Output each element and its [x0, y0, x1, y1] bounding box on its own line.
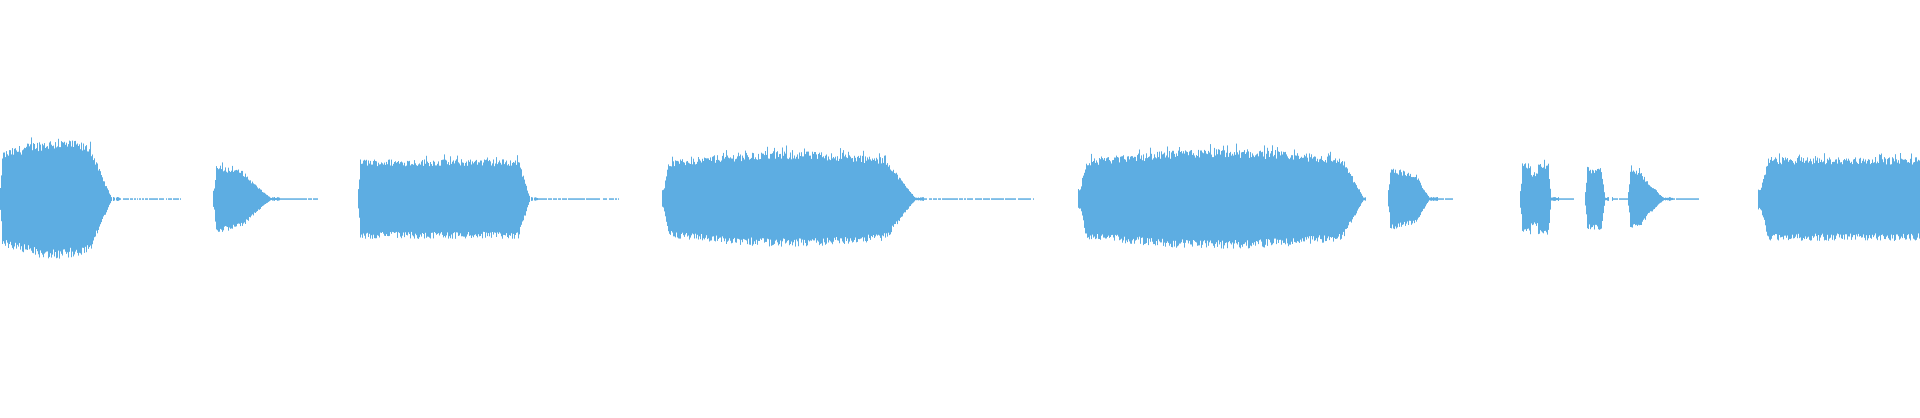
waveform-segment [1758, 153, 1920, 241]
waveform-segment [0, 137, 181, 259]
waveform-segment [662, 145, 1034, 247]
waveform-segment [1388, 168, 1453, 230]
waveform-segment [1628, 165, 1699, 228]
waveform-segment [358, 154, 619, 239]
waveform-segment [213, 162, 318, 232]
waveform-segment [1078, 143, 1366, 249]
waveform-svg [0, 137, 1920, 259]
waveform-bars [0, 137, 1920, 259]
waveform-chart: Audio waveform (amplitude envelope) with… [0, 137, 1920, 259]
waveform-segment [1520, 159, 1574, 235]
waveform-segment [1585, 166, 1628, 230]
